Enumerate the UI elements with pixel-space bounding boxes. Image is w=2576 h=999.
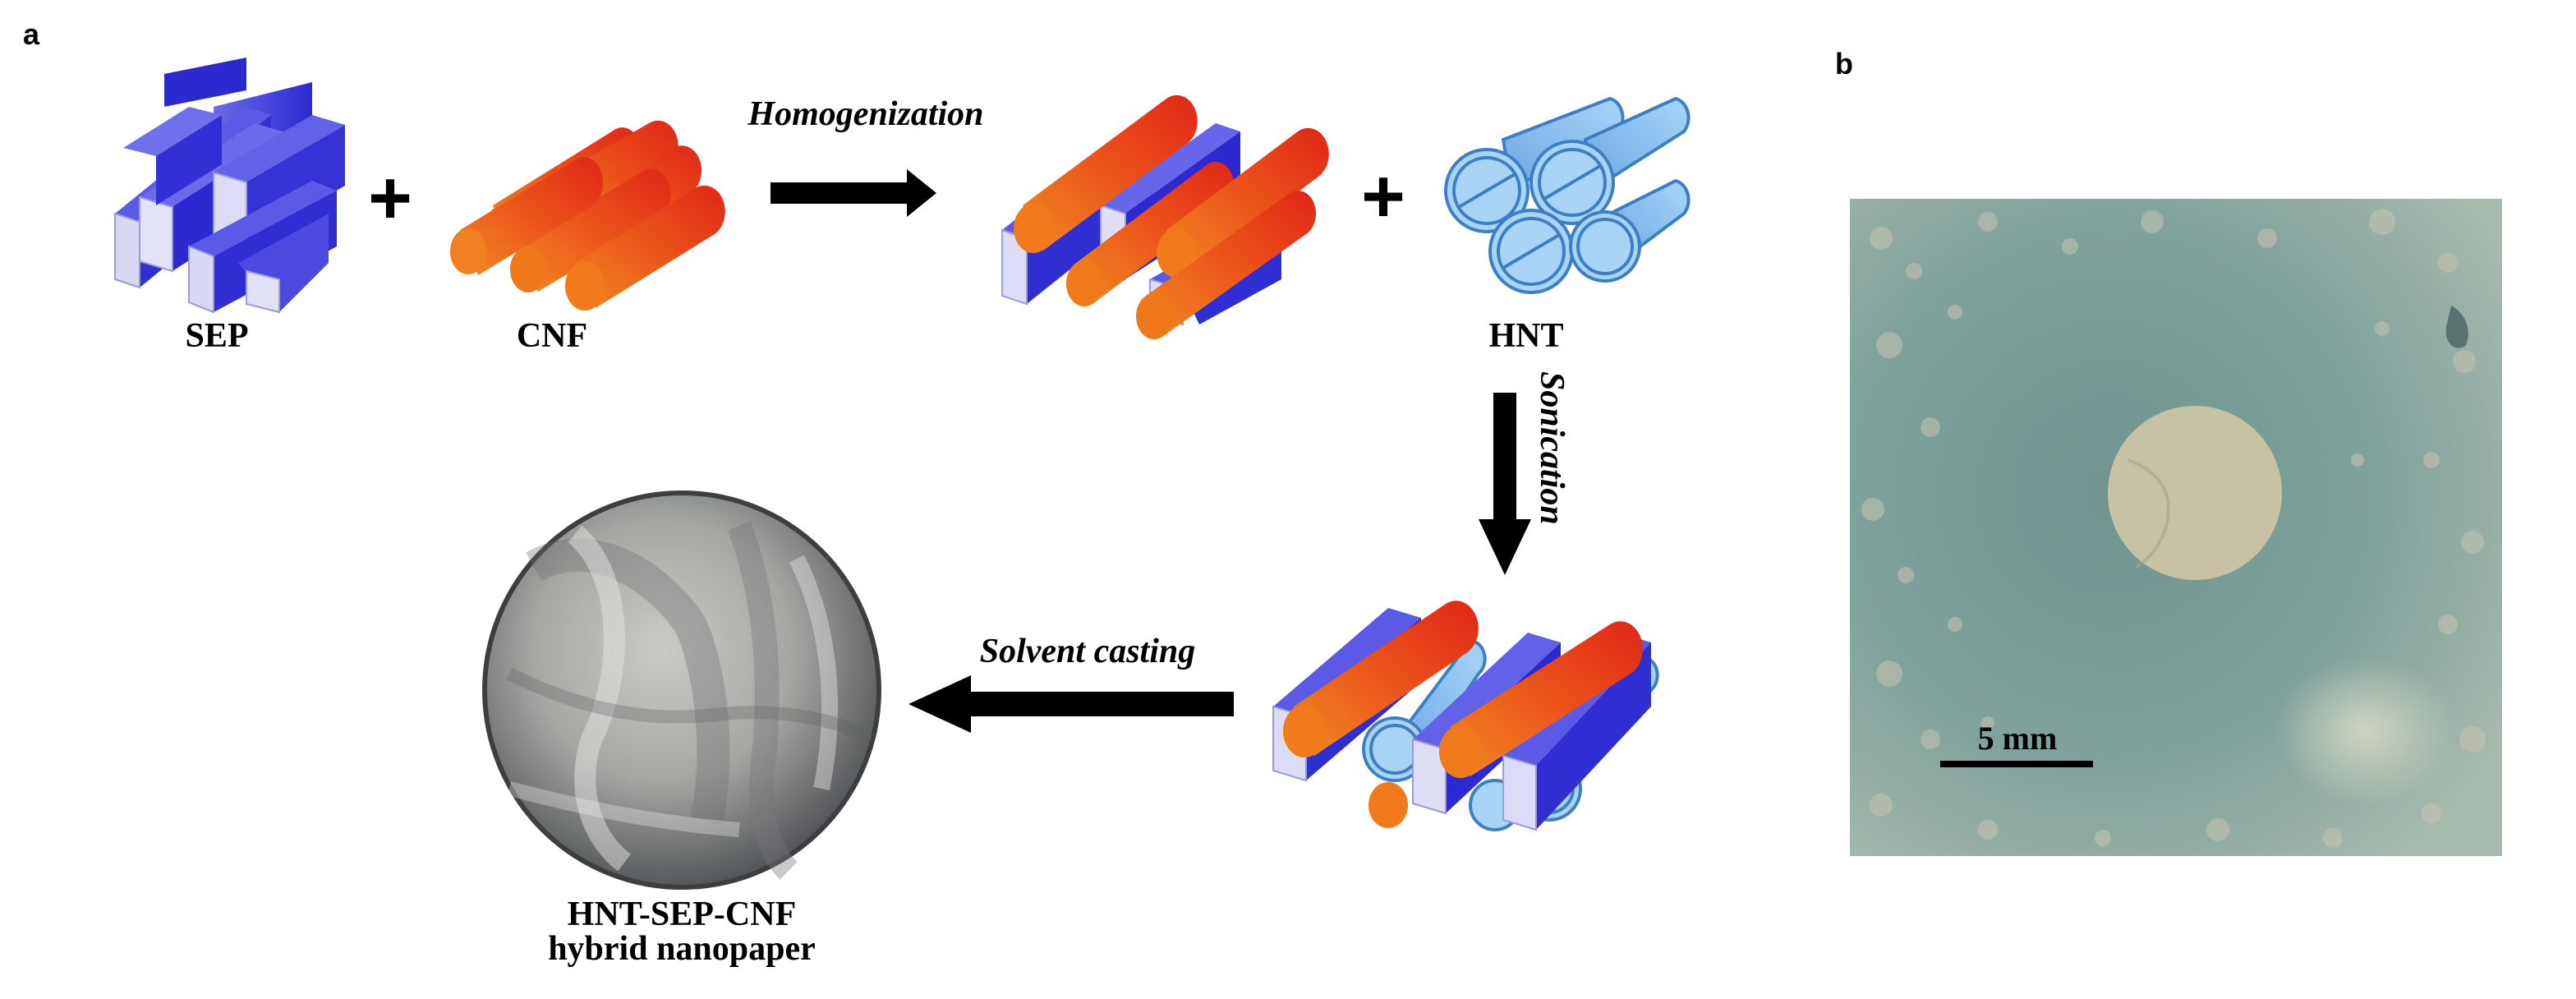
panel-a-label: a [23, 17, 40, 51]
panel-b-label: b [1835, 47, 1853, 81]
product-label-line2: hybrid nanopaper [548, 930, 816, 968]
product-label-line1: HNT-SEP-CNF [568, 895, 796, 933]
scale-bar: 5 mm [1940, 720, 2093, 767]
sep-cnf-mixture-icon [1001, 94, 1329, 339]
solvent-casting-label: Solvent casting [980, 633, 1196, 670]
solvent-casting-arrow: Solvent casting [908, 633, 1234, 733]
panel-a: a [23, 17, 1690, 968]
scale-bar-label: 5 mm [1978, 720, 2058, 757]
hnt-label: HNT [1488, 317, 1563, 355]
sonication-label: Sonication [1533, 371, 1571, 525]
hnt-bundle-icon [1444, 96, 1690, 294]
cnf-bundle-icon [450, 120, 725, 311]
sep-bundle-icon [114, 58, 345, 314]
plus-sign: + [1361, 154, 1405, 238]
sep-label: SEP [185, 317, 248, 355]
homogenization-arrow: Homogenization [747, 95, 984, 217]
nanopaper-disc-photo [482, 490, 881, 890]
sonication-arrow: Sonication [1479, 371, 1571, 575]
hnt-sep-cnf-composite-icon [1272, 601, 1659, 831]
homogenization-label: Homogenization [747, 95, 983, 133]
panel-b: b 5 mm [1835, 47, 2502, 856]
sample-photo [1850, 199, 2502, 856]
cnf-label: CNF [517, 317, 587, 355]
plus-sign: + [368, 156, 412, 240]
